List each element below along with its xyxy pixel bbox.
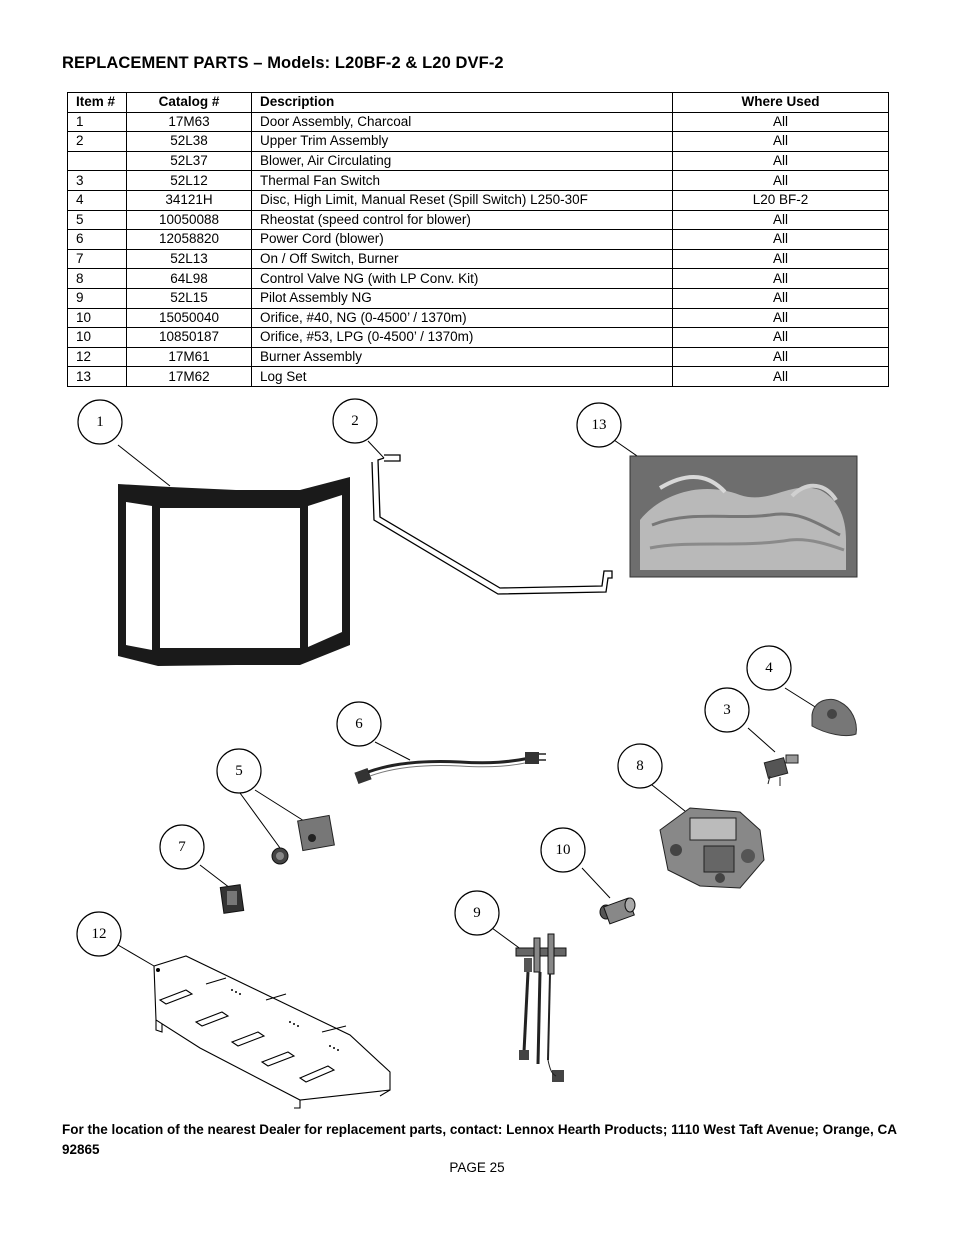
rheostat-illustration — [271, 814, 335, 865]
callout-label: 1 — [96, 414, 104, 430]
log-set-illustration — [629, 455, 858, 578]
table-header-row: Item # Catalog # Description Where Used — [67, 92, 889, 113]
cell-catalog: 64L98 — [126, 268, 252, 289]
callout-5: 5 — [216, 748, 262, 794]
cell-catalog: 17M62 — [126, 366, 252, 387]
pilot-assembly-illustration — [515, 933, 567, 1082]
cell-description: Log Set — [251, 366, 673, 387]
callout-1: 1 — [77, 399, 123, 445]
cell-description: On / Off Switch, Burner — [251, 248, 673, 270]
cell-description: Door Assembly, Charcoal — [251, 111, 673, 133]
cell-description: Orifice, #40, NG (0-4500’ / 1370m) — [251, 307, 673, 329]
callout-2: 2 — [332, 398, 378, 444]
callout-6: 6 — [336, 701, 382, 747]
cell-description: Control Valve NG (with LP Conv. Kit) — [251, 268, 673, 289]
callout-8: 8 — [617, 743, 663, 789]
callout-label: 6 — [355, 716, 363, 732]
cell-item: 10 — [67, 327, 127, 348]
header-item: Item # — [67, 92, 127, 113]
cell-description: Thermal Fan Switch — [251, 170, 673, 191]
upper-trim-illustration — [371, 454, 613, 595]
callout-label: 12 — [92, 926, 107, 942]
callout-10: 10 — [540, 827, 586, 873]
cell-catalog: 52L38 — [126, 131, 252, 152]
thermal-fan-switch-illustration — [763, 754, 799, 786]
cell-item: 10 — [67, 307, 127, 329]
callout-label: 7 — [178, 839, 186, 855]
leader-lines — [117, 439, 821, 967]
callout-13: 13 — [576, 402, 622, 448]
dealer-contact-note: For the location of the nearest Dealer f… — [62, 1122, 897, 1157]
cell-catalog: 52L13 — [126, 248, 252, 270]
cell-where-used: All — [672, 248, 889, 270]
callout-label: 10 — [556, 842, 571, 858]
orifice-illustration — [599, 897, 636, 925]
cell-catalog: 52L12 — [126, 170, 252, 191]
callout-4: 4 — [746, 645, 792, 691]
door-assembly-illustration — [118, 477, 350, 666]
cell-description: Rheostat (speed control for blower) — [251, 209, 673, 231]
callout-label: 4 — [765, 660, 773, 676]
header-catalog: Catalog # — [126, 92, 252, 113]
callout-3: 3 — [704, 687, 750, 733]
high-limit-disc-illustration — [811, 698, 857, 737]
callout-12: 12 — [76, 911, 122, 957]
burner-assembly-illustration — [153, 955, 391, 1109]
callout-label: 9 — [473, 905, 481, 921]
cell-catalog: 10850187 — [126, 327, 252, 348]
callout-label: 2 — [351, 413, 359, 429]
callout-label: 5 — [235, 763, 243, 779]
callout-7: 7 — [159, 824, 205, 870]
callout-label: 13 — [592, 417, 607, 433]
power-cord-illustration — [354, 752, 546, 785]
cell-catalog: 12058820 — [126, 229, 252, 250]
callout-label: 3 — [723, 702, 731, 718]
parts-table: Item # Catalog # Description Where Used … — [67, 92, 889, 387]
control-valve-illustration — [659, 807, 765, 889]
cell-where-used: All — [672, 366, 889, 387]
callout-9: 9 — [454, 890, 500, 936]
page-title: REPLACEMENT PARTS – Models: L20BF-2 & L2… — [62, 54, 504, 72]
page-number: PAGE 25 — [449, 1160, 505, 1175]
callout-label: 8 — [636, 758, 644, 774]
on-off-switch-illustration — [219, 884, 245, 914]
